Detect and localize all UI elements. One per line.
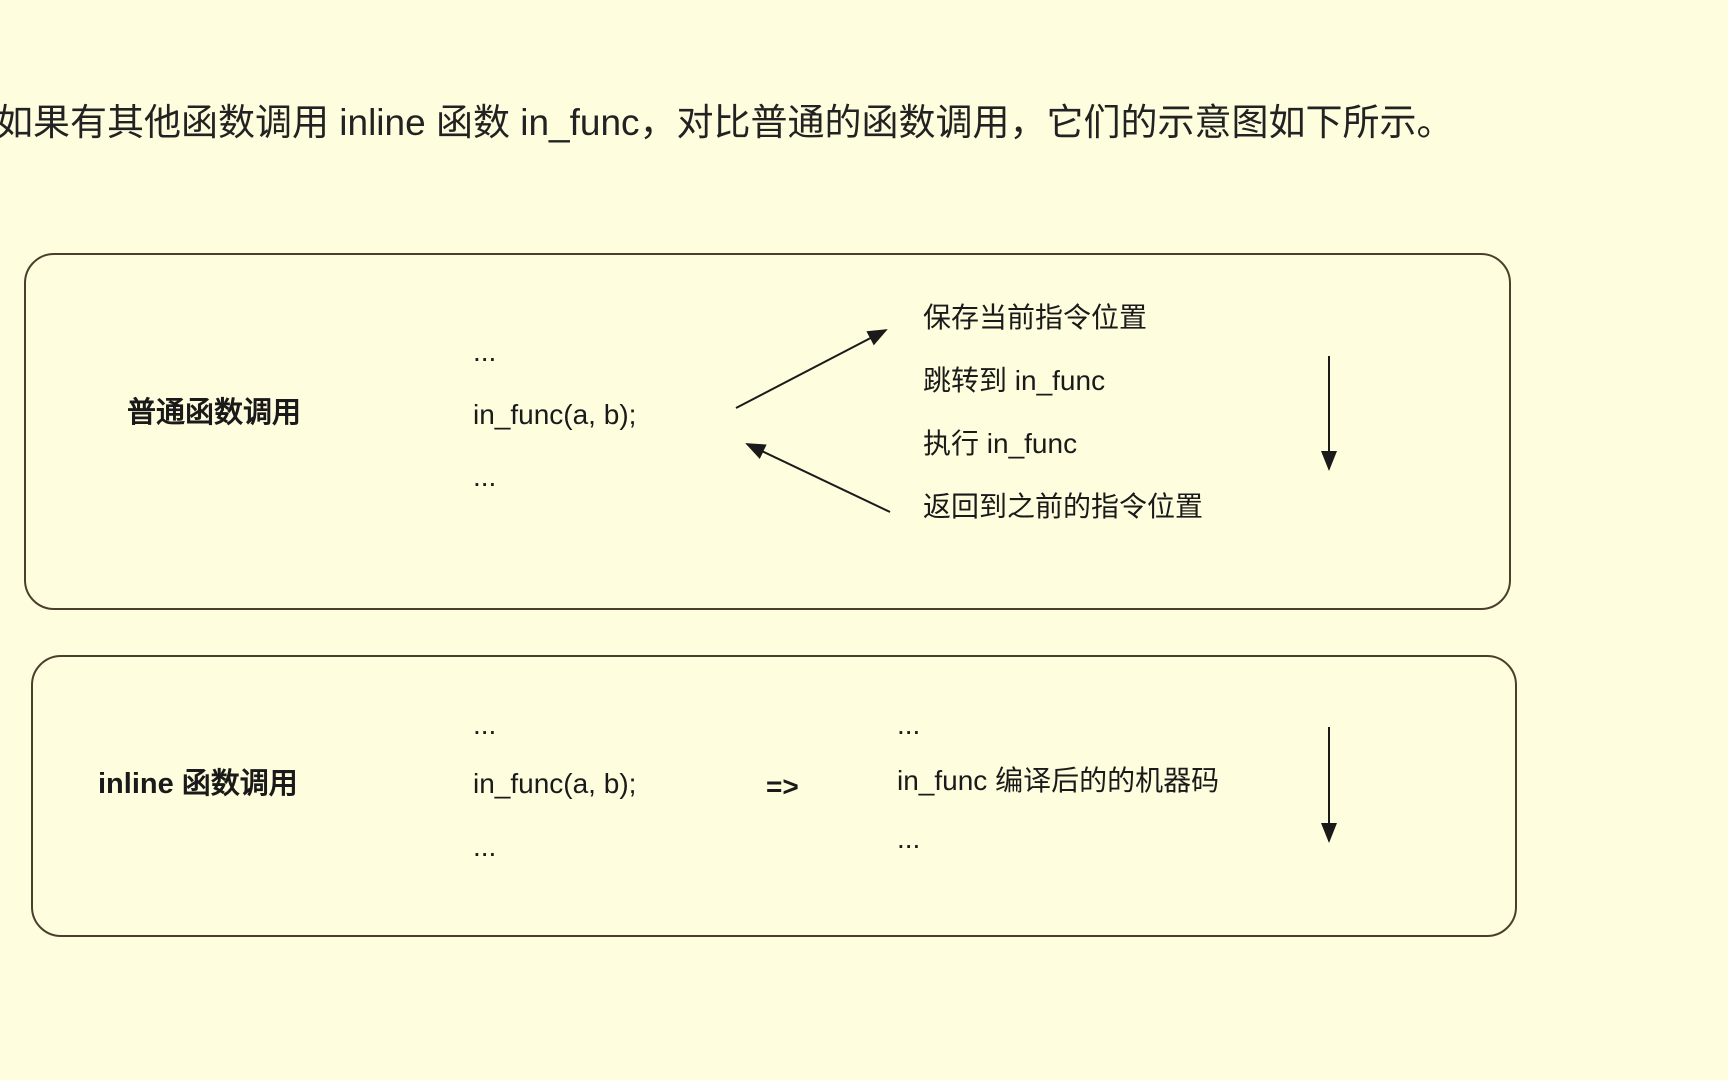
- code-line: ...: [473, 336, 497, 367]
- normal-call-box: [24, 253, 1511, 610]
- call-arrow-icon: [735, 329, 888, 409]
- result-line: ...: [897, 709, 921, 740]
- code-line: ...: [473, 461, 497, 492]
- inline-call-box: [31, 655, 1517, 937]
- code-line: in_func(a, b);: [473, 768, 637, 799]
- return-arrow-icon: [745, 443, 891, 513]
- code-line: ...: [473, 709, 497, 740]
- result-line: ...: [897, 823, 921, 854]
- inline-call-label: inline 函数调用: [98, 768, 298, 800]
- result-line: in_func 编译后的的机器码: [897, 765, 1220, 796]
- heading-text: 如果有其他函数调用 inline 函数 in_func，对比普通的函数调用，它们…: [0, 102, 1454, 143]
- step-item: 执行 in_func: [923, 428, 1078, 459]
- code-line: ...: [473, 831, 497, 862]
- code-line: in_func(a, b);: [473, 399, 637, 430]
- step-item: 跳转到 in_func: [923, 365, 1106, 396]
- step-item: 保存当前指令位置: [923, 302, 1148, 333]
- expand-arrow-text: =>: [766, 771, 799, 802]
- normal-call-label: 普通函数调用: [127, 397, 302, 429]
- step-item: 返回到之前的指令位置: [923, 491, 1204, 522]
